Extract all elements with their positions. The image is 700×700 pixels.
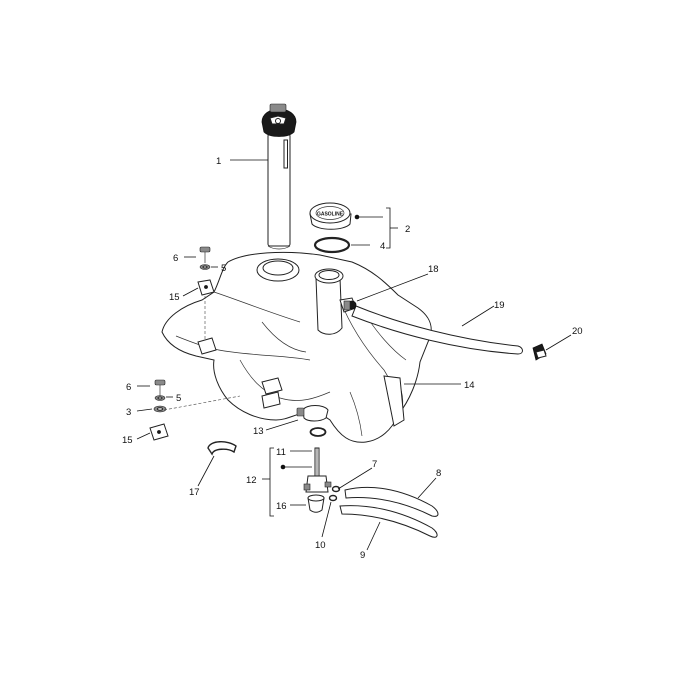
hose-clamp (296, 405, 329, 422)
clip-nut-upper (197, 279, 215, 296)
leader-lines (136, 159, 572, 551)
fuel-cap: GASOLINE (309, 202, 352, 230)
callout-19: 19 (494, 300, 505, 311)
cap-text: GASOLINE (317, 212, 344, 218)
callout-6-upper: 6 (173, 253, 178, 264)
callout-15-upper: 15 (169, 292, 180, 303)
fuel-tank (161, 251, 432, 443)
hose-clip (532, 343, 547, 361)
washer-lower (154, 395, 166, 401)
fuel-hose (344, 486, 439, 517)
retaining-clip (207, 441, 237, 456)
callout-20: 20 (572, 326, 583, 337)
callout-5-lower: 5 (176, 393, 181, 404)
bolt-upper (199, 246, 211, 263)
callout-6-lower: 6 (126, 382, 131, 393)
callout-16: 16 (276, 501, 287, 512)
callout-3: 3 (126, 407, 131, 418)
fuel-hose-lower (339, 505, 438, 538)
callout-11: 11 (276, 447, 286, 458)
bolt-lower (154, 379, 166, 396)
filter-cup (307, 494, 325, 513)
vent-hose (351, 305, 523, 355)
callout-13: 13 (253, 426, 264, 437)
callout-17: 17 (189, 487, 200, 498)
o-ring (309, 427, 327, 437)
callout-10: 10 (315, 540, 326, 551)
callout-9: 9 (360, 550, 365, 561)
hose-ring-lower (328, 494, 338, 502)
callout-8: 8 (436, 468, 441, 479)
spacer-lower (153, 405, 167, 413)
fuel-level-sender (261, 103, 297, 250)
callout-18: 18 (428, 264, 439, 275)
fuel-tap (303, 447, 332, 493)
alignment-line (163, 395, 241, 411)
clip-nut-lower (149, 423, 169, 441)
callout-5-upper: 5 (221, 263, 226, 274)
callout-1: 1 (216, 156, 221, 167)
vent-valve (343, 300, 357, 311)
callout-2: 2 (405, 224, 410, 235)
callout-15-lower: 15 (122, 435, 133, 446)
callout-12: 12 (246, 475, 257, 486)
hose-ring (331, 485, 341, 493)
callout-7: 7 (372, 459, 377, 470)
callout-4: 4 (380, 241, 385, 252)
callout-14: 14 (464, 380, 475, 391)
cap-seal-ring (313, 236, 351, 254)
washer-upper (199, 264, 211, 270)
callout-labels: 1 2 4 6 5 15 18 19 20 14 6 5 3 15 13 11 … (122, 156, 583, 561)
